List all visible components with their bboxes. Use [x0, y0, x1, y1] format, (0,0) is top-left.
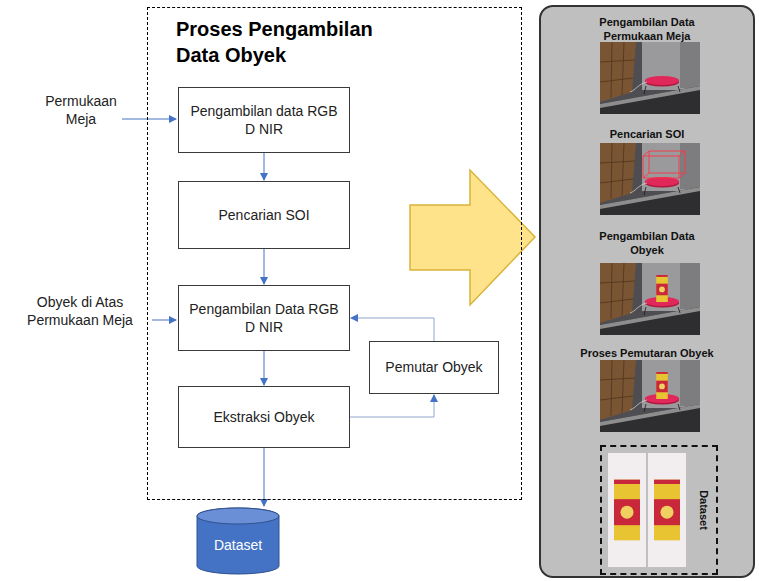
graphic-line	[679, 173, 685, 178]
box-label: Pengambilan data RGB D NIR	[187, 102, 341, 138]
graphic-use	[600, 360, 700, 432]
process-box: Pengambilan data RGB D NIR	[178, 87, 350, 153]
graphic-use	[656, 275, 668, 302]
process-box: Pemutar Obyek	[369, 341, 499, 394]
photo-soi	[600, 143, 700, 215]
process-box: Pencarian SOI	[178, 181, 350, 249]
panel-heading: Pengambilan Data Permukaan Meja	[582, 16, 712, 44]
flow-connector	[350, 395, 434, 417]
graphic-polygon	[643, 156, 679, 178]
graphic-use	[600, 42, 700, 114]
database-label: Dataset	[196, 537, 280, 553]
graphic-use	[600, 263, 700, 335]
input-label: Obyek di Atas Permukaan Meja	[10, 293, 150, 329]
photo-strip	[539, 5, 755, 578]
cylinder-body	[197, 508, 279, 574]
graphic-polygon	[649, 151, 685, 173]
dataset-vertical-label: Dataset	[698, 490, 710, 530]
panel-heading: Pencarian SOI	[547, 128, 747, 142]
flow-connector	[264, 448, 265, 506]
process-frame: Pengambilan data RGB D NIR Pencarian SOI P…	[147, 7, 522, 500]
frame-title: Proses Pengambilan Data Obyek	[176, 16, 406, 68]
input-label: Permukaan Meja	[40, 92, 122, 128]
graphic-line	[643, 173, 649, 178]
dataset-box: Dataset	[600, 445, 718, 575]
graphic-line	[679, 151, 685, 156]
box-label: Pengambilan Data RGB D NIR	[187, 300, 341, 336]
graphic-rect	[608, 453, 646, 567]
input-arrow	[152, 320, 176, 321]
flow-connector	[264, 249, 265, 284]
illustration-panel: Dataset Pengambilan Data Permukaan MejaPe…	[539, 5, 755, 578]
box-label: Pencarian SOI	[218, 206, 309, 224]
panel-heading: Proses Pemutaran Obyek	[542, 347, 752, 361]
big-arrow	[410, 170, 535, 305]
graphic-use	[654, 480, 680, 541]
box-label: Pemutar Obyek	[385, 358, 482, 376]
database-cylinder: Dataset	[196, 507, 280, 575]
panel-heading: Pengambilan Data Obyek	[582, 230, 712, 258]
flow-connector	[264, 351, 265, 385]
photo-object	[600, 263, 700, 335]
process-box: Ekstraksi Obyek	[178, 386, 350, 448]
photo-table	[600, 42, 700, 114]
process-box: Pengambilan Data RGB D NIR	[178, 285, 350, 351]
flow-connector	[264, 153, 265, 180]
box-label: Ekstraksi Obyek	[213, 408, 314, 426]
cylinder-top	[197, 508, 279, 524]
graphic-use	[600, 143, 700, 215]
graphic-line	[643, 151, 649, 156]
graphic-use	[614, 480, 640, 541]
photo-rotation	[600, 360, 700, 432]
graphic-rect	[648, 453, 686, 567]
graphic-use	[656, 372, 668, 399]
flow-connector	[351, 318, 434, 341]
input-arrow	[122, 119, 176, 120]
